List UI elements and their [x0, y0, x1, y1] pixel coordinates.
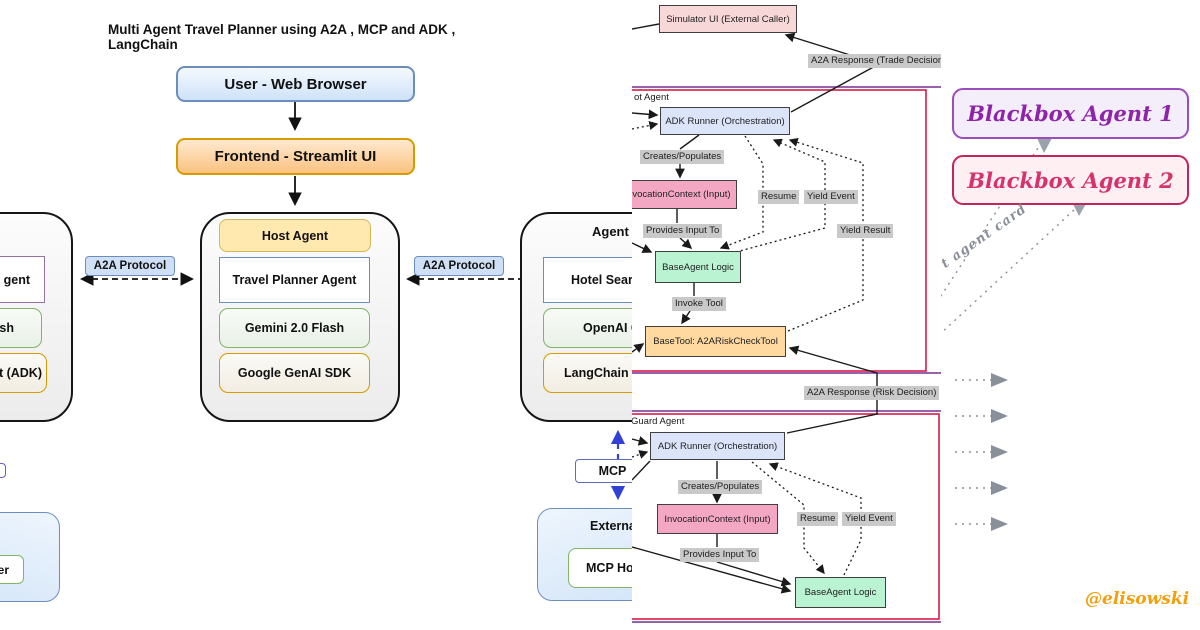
agent2-creates-populates-label: Creates/Populates: [678, 480, 763, 494]
user-web-browser-node: User - Web Browser: [176, 66, 415, 102]
risk-decision-edge-label: A2A Response (Risk Decision): [804, 386, 940, 400]
author-signature: @elisowski: [1085, 589, 1190, 609]
agent1-creates-populates-label: Creates/Populates: [640, 150, 725, 164]
middle-container-header: Agent: [592, 224, 629, 239]
gray-arrowhead-2: [1072, 202, 1087, 216]
agent2-invocation-context-node: InvocationContext (Input): [657, 504, 778, 534]
bottom-left-server-node-partial: er: [0, 555, 24, 584]
agent1-group-label-partial: ot Agent: [634, 92, 669, 103]
external-container-header: Externa: [590, 519, 636, 533]
blackbox-agent-2-node: Blackbox Agent 2: [952, 155, 1189, 205]
gray-arrowhead-1: [1037, 138, 1052, 153]
frontend-streamlit-node: Frontend - Streamlit UI: [176, 138, 415, 175]
right-flow-diagram-panel: Simulator UI (External Caller) A2A Respo…: [632, 0, 941, 630]
travel-planner-agent-node: Travel Planner Agent: [219, 257, 370, 303]
blackbox-agents-panel: Blackbox Agent 1 Blackbox Agent 2 t agen…: [941, 0, 1200, 630]
agent2-group-label-partial: Guard Agent: [632, 416, 685, 427]
left-partial-sdk-node: Kit (ADK): [0, 353, 47, 393]
agent1-resume-label: Resume: [758, 190, 800, 204]
agent1-provides-input-label: Provides Input To: [643, 224, 723, 238]
a2a-protocol-label-left: A2A Protocol: [85, 256, 175, 276]
agent1-base-tool-node: BaseTool: A2ARiskCheckTool: [645, 326, 786, 357]
left-partial-model-node: sh: [0, 308, 42, 348]
agent2-adk-runner-node: ADK Runner (Orchestration): [650, 432, 785, 460]
agent1-invoke-tool-label: Invoke Tool: [672, 297, 726, 311]
dotted-arrow-row: [955, 373, 1008, 531]
agent2-yield-event-label: Yield Event: [842, 512, 896, 526]
agent1-yield-event-label: Yield Event: [804, 190, 858, 204]
diagram-title: Multi Agent Travel Planner using A2A , M…: [108, 22, 456, 52]
agent1-base-agent-node: BaseAgent Logic: [655, 251, 741, 283]
trade-decision-edge-label: A2A Response (Trade Decision): [808, 54, 941, 68]
left-partial-agent-node: gent: [0, 256, 45, 303]
a2a-protocol-label-right: A2A Protocol: [414, 256, 504, 276]
host-agent-node: Host Agent: [219, 219, 371, 252]
blackbox-agent-1-node: Blackbox Agent 1: [952, 88, 1189, 139]
agent2-base-agent-node: BaseAgent Logic: [795, 577, 886, 608]
agent2-provides-input-label: Provides Input To: [680, 548, 760, 562]
mcp-label-fragment: [0, 463, 6, 478]
genai-sdk-node: Google GenAI SDK: [219, 353, 370, 393]
gemini-node: Gemini 2.0 Flash: [219, 308, 370, 348]
agent1-invocation-context-node-partial: InvocationContext (Input): [632, 180, 737, 209]
agent2-resume-label: Resume: [797, 512, 839, 526]
simulator-ui-node: Simulator UI (External Caller): [659, 5, 797, 33]
agent1-yield-result-label: Yield Result: [837, 224, 894, 238]
right-diagram-connector-lines: [632, 23, 941, 623]
agent1-adk-runner-node: ADK Runner (Orchestration): [660, 107, 790, 135]
blackbox-panel-lines: [941, 138, 1087, 531]
